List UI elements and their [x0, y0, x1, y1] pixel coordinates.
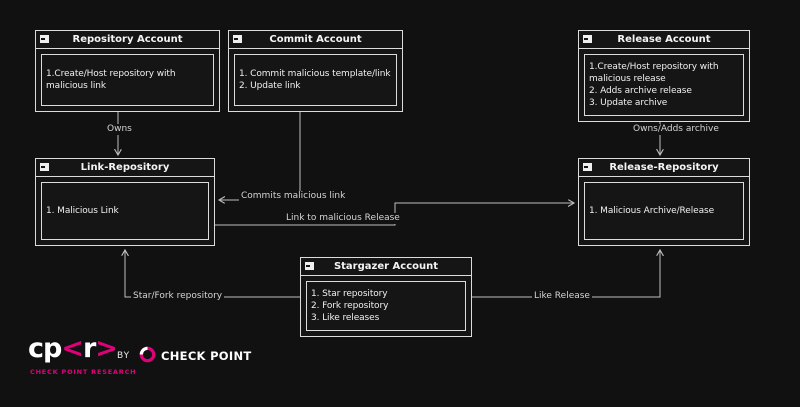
node-header: Link-Repository — [36, 159, 214, 177]
node-release-account: Release Account 1.Create/Host repository… — [578, 30, 750, 122]
node-commit-account: Commit Account 1. Commit malicious templ… — [228, 30, 403, 112]
edge-like-release-line — [472, 250, 660, 298]
cpr-logo-r: r — [82, 333, 96, 364]
edge-label-star-fork-repository: Star/Fork repository — [131, 291, 225, 302]
node-body: 1.Create/Host repository with malicious … — [579, 49, 749, 121]
node-header: Release Account — [579, 31, 749, 49]
cpr-logo-cp: cp — [28, 333, 62, 364]
node-title: Link-Repository — [80, 162, 170, 173]
node-items: 1. Commit malicious template/link 2. Upd… — [234, 54, 397, 106]
node-release-repository: Release-Repository 1. Malicious Archive/… — [578, 158, 750, 246]
edge-star-fork-line — [125, 250, 300, 298]
component-icon — [583, 163, 592, 171]
node-items: 1.Create/Host repository with malicious … — [41, 54, 214, 106]
node-header: Repository Account — [36, 31, 219, 49]
component-icon — [40, 163, 49, 171]
node-title: Release-Repository — [609, 162, 719, 173]
node-body: 1. Star repository 2. Fork repository 3.… — [301, 276, 471, 336]
cpr-subtitle: CHECK POINT RESEARCH — [30, 368, 137, 376]
node-header: Release-Repository — [579, 159, 749, 177]
cpr-logo: cp<r> — [28, 333, 118, 364]
component-icon — [40, 35, 49, 43]
edge-label-owns: Owns — [105, 124, 134, 135]
edge-label-owns-adds-archive: Owns/Adds archive — [631, 124, 721, 135]
check-point-wordmark: CHECK POINT — [161, 349, 252, 363]
node-body: 1. Malicious Archive/Release — [579, 177, 749, 245]
edge-label-commits-malicious-link: Commits malicious link — [239, 191, 348, 202]
check-point-icon — [139, 346, 156, 363]
component-icon — [233, 35, 242, 43]
node-repository-account: Repository Account 1.Create/Host reposit… — [35, 30, 220, 112]
node-stargazer-account: Stargazer Account 1. Star repository 2. … — [300, 257, 472, 337]
node-header: Stargazer Account — [301, 258, 471, 276]
node-items: 1. Malicious Archive/Release — [584, 182, 744, 240]
node-title: Repository Account — [72, 34, 183, 45]
node-title: Stargazer Account — [333, 261, 439, 272]
node-items: 1.Create/Host repository with malicious … — [584, 54, 744, 116]
node-title: Release Account — [617, 34, 711, 45]
node-link-repository: Link-Repository 1. Malicious Link — [35, 158, 215, 246]
edge-label-like-release: Like Release — [532, 291, 592, 302]
node-items: 1. Malicious Link — [41, 182, 209, 240]
edge-label-link-to-malicious-release: Link to malicious Release — [284, 213, 402, 224]
edge-commit-line — [219, 112, 301, 200]
node-body: 1. Commit malicious template/link 2. Upd… — [229, 49, 402, 111]
component-icon — [305, 262, 314, 270]
node-body: 1. Malicious Link — [36, 177, 214, 245]
node-header: Commit Account — [229, 31, 402, 49]
cpr-logo-close-bracket: > — [95, 333, 118, 364]
node-items: 1. Star repository 2. Fork repository 3.… — [306, 281, 466, 331]
node-body: 1.Create/Host repository with malicious … — [36, 49, 219, 111]
component-icon — [583, 35, 592, 43]
node-title: Commit Account — [269, 34, 362, 45]
cpr-logo-open-bracket: < — [61, 333, 84, 364]
by-label: BY — [117, 351, 131, 361]
